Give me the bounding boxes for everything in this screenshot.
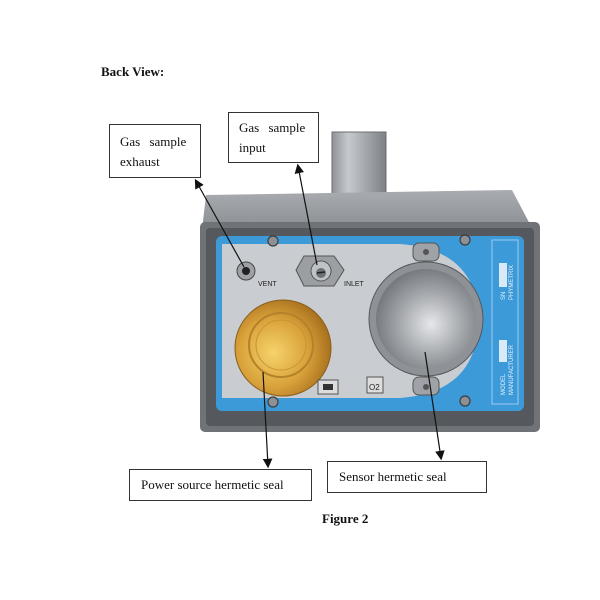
o2-sensor-icon: O2 [366, 376, 384, 394]
callout-gas-sample-exhaust: Gas sample exhaust [109, 124, 201, 178]
vent-port [236, 261, 256, 281]
callout-line: exhaust [120, 154, 160, 169]
callout-line: Gas sample [120, 134, 187, 149]
screws [267, 234, 471, 408]
power-arrow [262, 371, 273, 469]
power-source-cap [234, 299, 332, 397]
callout-line: Gas sample [239, 120, 306, 135]
callout-line: Power source hermetic seal [141, 477, 284, 492]
callout-sensor-seal: Sensor hermetic seal [327, 461, 487, 493]
nameplate: MODEL MANUFACTURER SN PHYMETRIX [491, 239, 519, 405]
svg-text:O2: O2 [369, 383, 380, 392]
callout-line: Sensor hermetic seal [339, 469, 447, 484]
manufacturer-name: PHYMETRIX [509, 265, 515, 300]
sensor-cap [368, 242, 484, 396]
housing-top [202, 190, 532, 230]
section-heading: Back View: [101, 64, 165, 79]
usb-b-port-icon [317, 379, 339, 395]
input-arrow [294, 163, 318, 266]
callout-gas-sample-input: Gas sample input [228, 112, 319, 163]
model-label: MODEL [501, 373, 507, 395]
figure-caption: Figure 2 [322, 511, 369, 526]
sensor-arrow [424, 351, 445, 461]
inlet-port [295, 255, 345, 287]
callout-line: input [239, 140, 266, 155]
vent-label: VENT [258, 281, 277, 288]
callout-power-source-seal: Power source hermetic seal [129, 469, 312, 501]
inlet-label: INLET [344, 281, 365, 288]
exhaust-arrow [194, 178, 245, 268]
manufacturer-label: MANUFACTURER [509, 344, 515, 395]
sn-label: SN [501, 292, 507, 300]
